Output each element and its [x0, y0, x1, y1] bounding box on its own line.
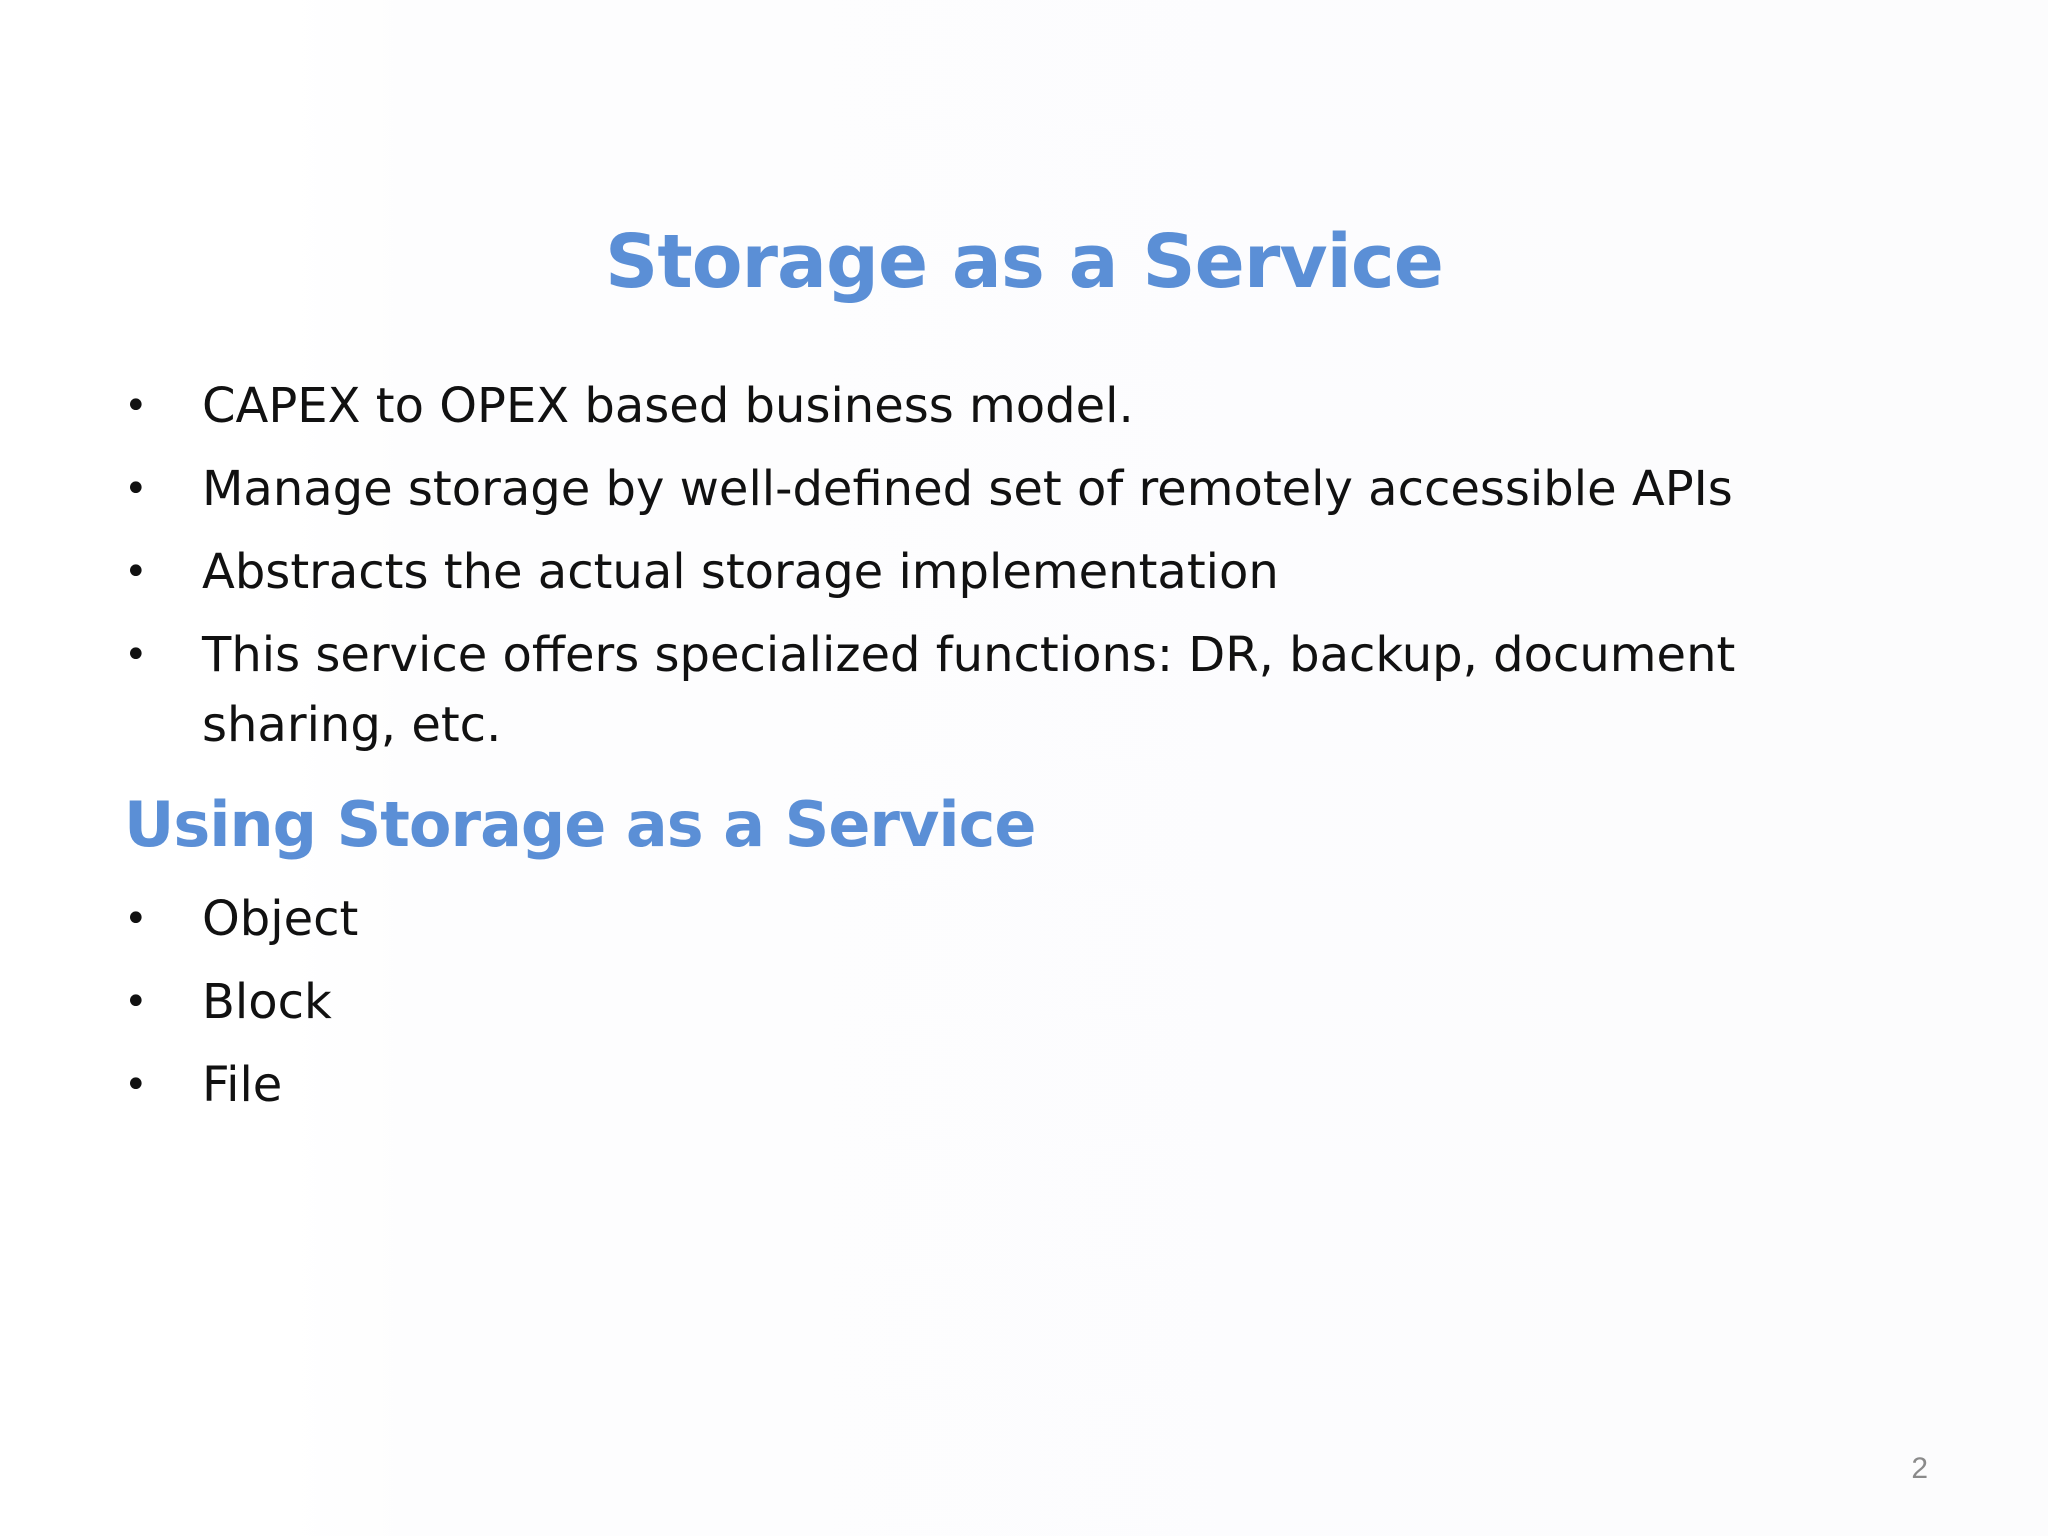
- list-item: • Object: [0, 884, 1902, 954]
- bullet-text: Manage storage by well-defined set of re…: [202, 461, 1733, 517]
- page-number: 2: [1911, 1452, 1928, 1485]
- list-item: • File: [0, 1050, 1902, 1120]
- bullet-icon: •: [124, 632, 148, 678]
- bullet-list: • CAPEX to OPEX based business model. • …: [0, 371, 1902, 773]
- list-item: • This service offers specialized functi…: [0, 620, 1902, 760]
- slide-title: Storage as a Service: [605, 219, 1444, 305]
- bullet-text: File: [202, 1057, 283, 1113]
- bullet-icon: •: [124, 549, 148, 595]
- bullet-text: Block: [202, 974, 332, 1030]
- list-item: • Block: [0, 967, 1902, 1037]
- bullet-icon: •: [124, 383, 148, 429]
- bullet-text: Abstracts the actual storage implementat…: [202, 544, 1279, 600]
- list-item: • Abstracts the actual storage implement…: [0, 537, 1902, 607]
- bullet-icon: •: [124, 1062, 148, 1108]
- bullet-text: This service offers specialized function…: [202, 627, 1736, 753]
- bullet-icon: •: [124, 896, 148, 942]
- section-heading: Using Storage as a Service: [124, 788, 1036, 861]
- list-item: • Manage storage by well-defined set of …: [0, 454, 1902, 524]
- bullet-icon: •: [124, 979, 148, 1025]
- sub-bullet-list: • Object • Block • File: [0, 884, 1902, 1133]
- bullet-icon: •: [124, 466, 148, 512]
- list-item: • CAPEX to OPEX based business model.: [0, 371, 1902, 441]
- bullet-text: CAPEX to OPEX based business model.: [202, 378, 1134, 434]
- bullet-text: Object: [202, 891, 359, 947]
